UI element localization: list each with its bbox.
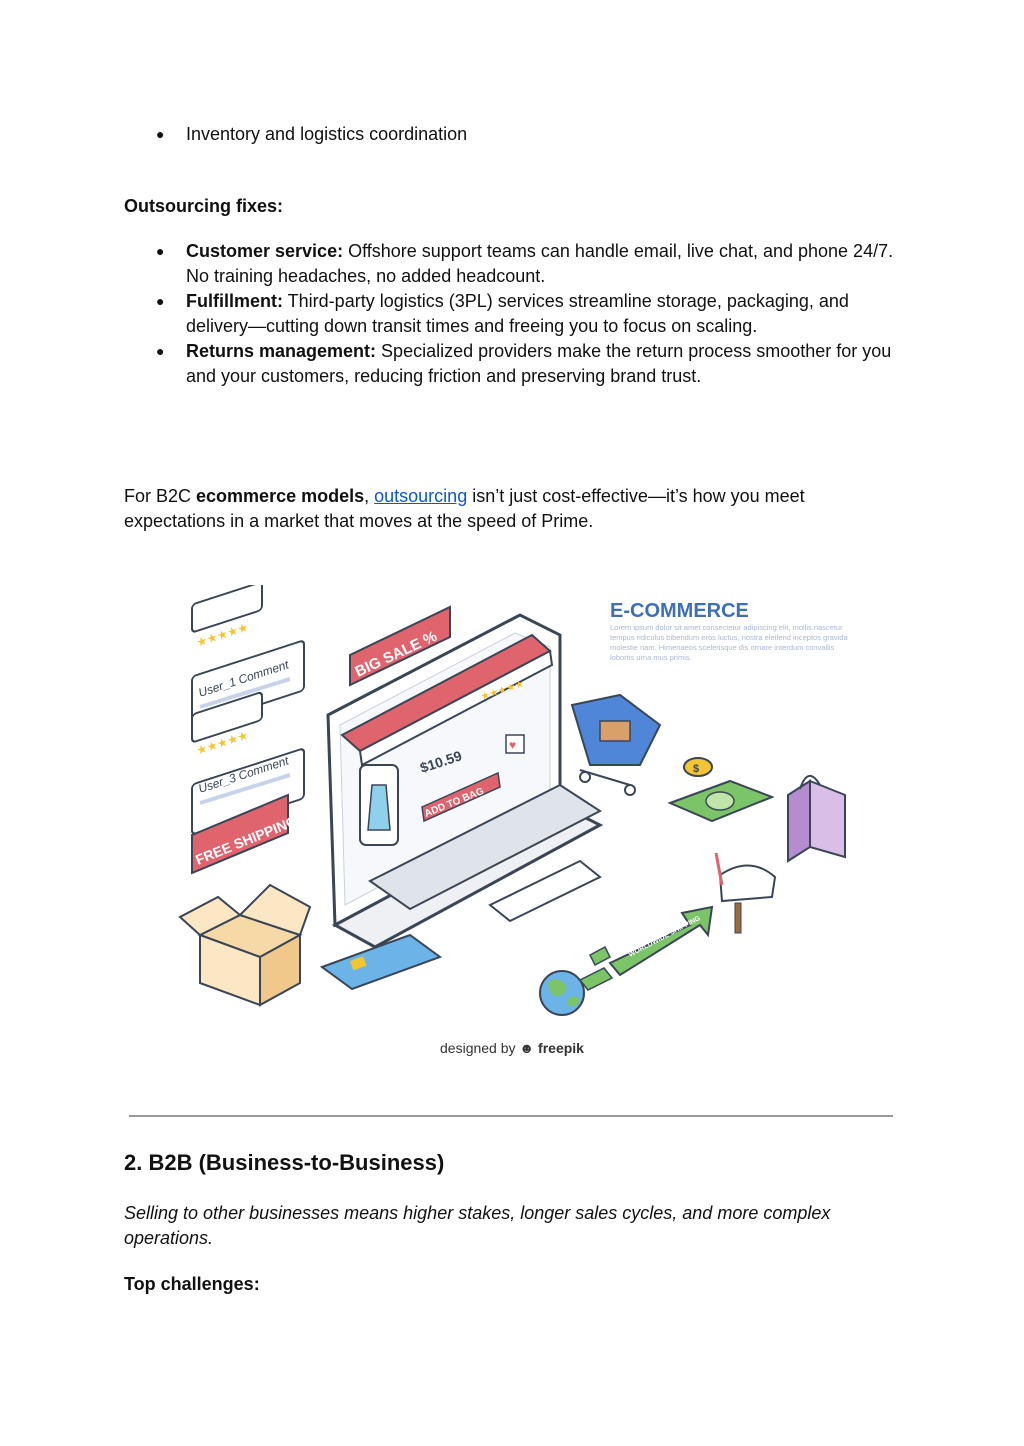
fix-label: Customer service: (186, 241, 344, 261)
list-item: ●Inventory and logistics coordination (156, 124, 468, 144)
ecommerce-illustration: E-COMMERCE Lorem ipsum dolor sit amet co… (178, 585, 848, 1016)
list-item: ●Returns management: Specialized provide… (156, 341, 892, 386)
bullet-text: Inventory and logistics coordination (186, 124, 468, 144)
challenges-heading: Top challenges: (124, 1272, 260, 1297)
list-item: ●Fulfillment: Third-party logistics (3PL… (156, 291, 849, 336)
credit-text: designed by (440, 1040, 520, 1056)
list-item: ●Customer service: Offshore support team… (156, 241, 894, 286)
illustration-credit: designed by ☻ freepik (0, 1040, 1024, 1056)
fix-text: Third-party logistics (3PL) services str… (186, 291, 849, 336)
fixes-list: ●Customer service: Offshore support team… (124, 239, 904, 389)
lorem-block: Lorem ipsum dolor sit amet consectetur a… (610, 623, 848, 662)
cardboard-box-icon (178, 883, 312, 1007)
globe-icon (539, 970, 585, 1016)
lorem-text: Lorem ipsum dolor sit amet consectetur a… (610, 623, 848, 662)
fixes-heading-text: Outsourcing fixes: (124, 196, 284, 216)
section-intro: Selling to other businesses means higher… (124, 1203, 831, 1248)
b2c-paragraph: For B2C ecommerce models, outsourcing is… (124, 484, 864, 534)
worldwide-text: WORLDWIDE SHIPPING (628, 915, 703, 959)
credit-brand: freepik (538, 1040, 584, 1056)
mailbox-icon (714, 852, 777, 934)
outsourcing-link[interactable]: outsourcing (374, 486, 468, 506)
rating-card-1: ★★★★★ (191, 585, 263, 650)
coin-icon: $ (683, 757, 713, 777)
shopping-bag-icon (787, 775, 846, 863)
fix-label: Fulfillment: (186, 291, 283, 311)
arrow-icon: WORLDWIDE SHIPPING (578, 905, 714, 991)
cash-icon (667, 779, 775, 823)
svg-text:$: $ (693, 763, 699, 775)
para-text: For B2C (124, 486, 197, 506)
laptop-icon: $10.59 ADD TO BAG ♥ ★★★★★ (326, 613, 604, 949)
fixes-heading: Outsourcing fixes: (124, 194, 283, 219)
para-text: , (364, 486, 375, 506)
illustration-title: E-COMMERCE (610, 600, 749, 622)
fix-text: Offshore support teams can handle email,… (186, 241, 894, 286)
challenges-heading-text: Top challenges: (124, 1274, 260, 1294)
fix-text: Specialized providers make the return pr… (186, 341, 892, 386)
para-bold: ecommerce models (196, 486, 365, 506)
shopping-cart-icon (570, 693, 662, 796)
para-text: isn’t just cost-effective—it’s how you m… (124, 486, 805, 531)
top-bullet-list: ●Inventory and logistics coordination (124, 122, 904, 147)
freepik-logo-icon: ☻ (519, 1040, 535, 1056)
credit-card-icon (319, 933, 443, 991)
horizontal-divider (129, 1115, 893, 1117)
fix-label: Returns management: (186, 341, 377, 361)
section-heading: 2. B2B (Business-to-Business) (124, 1150, 445, 1175)
heart-icon: ♥ (509, 738, 516, 752)
